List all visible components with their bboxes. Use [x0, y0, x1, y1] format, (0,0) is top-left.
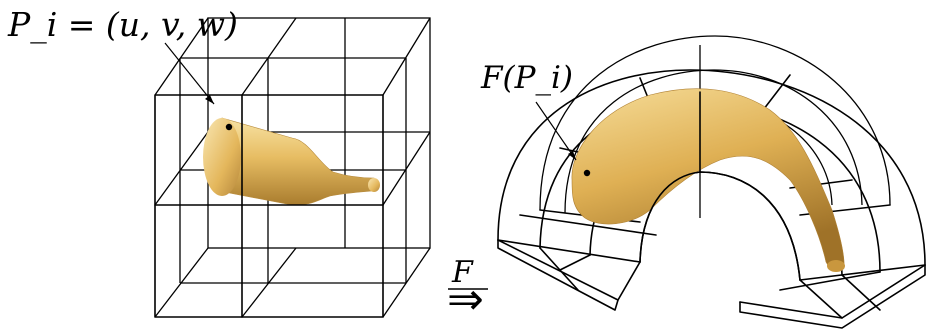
label-point-deformed: F(P_i): [480, 60, 573, 96]
point-fpi-marker: [583, 169, 591, 177]
original-object: [203, 117, 380, 206]
label-map-symbol: F: [451, 255, 474, 290]
deformed-overlay-arcs: [639, 91, 801, 281]
map-arrow: ⇒: [447, 274, 484, 325]
lattice-front-face: [154, 94, 384, 318]
point-pi-marker: [225, 123, 233, 131]
fpi-leader-arrowhead: [568, 151, 576, 160]
fpi-leader-line: [535, 101, 577, 161]
pi-leader-line: [164, 42, 215, 105]
deformed-object: [571, 88, 845, 272]
label-point-original: P_i = (u, v, w): [7, 5, 238, 45]
deformed-base: [497, 239, 926, 329]
pi-leader-arrowhead: [205, 95, 214, 104]
